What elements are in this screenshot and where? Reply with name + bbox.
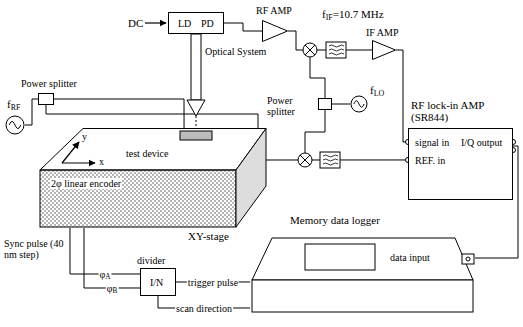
objective-lens [187, 100, 205, 116]
axis-label: y [82, 131, 87, 142]
wire-label: φA [99, 268, 112, 279]
signal-source: fLO [350, 95, 368, 113]
part-name: test device [126, 148, 168, 159]
node-text: data input [390, 252, 430, 263]
signal-wire [70, 228, 140, 274]
data-logger: Memory data loggerdata input [250, 232, 475, 317]
logger-screen [305, 244, 375, 270]
signal-wire [332, 104, 350, 105]
encoder-face [40, 170, 236, 227]
signal-wire [84, 228, 140, 288]
signal-name: Sync pulse (40 nm step) [4, 238, 66, 260]
logger-top [252, 238, 473, 280]
signal-wire [25, 99, 38, 125]
signal-source-outline [5, 115, 25, 135]
node-text: 2φ linear encoder [50, 178, 122, 189]
filter-symbol [326, 42, 346, 58]
node-text: REF. in [415, 155, 445, 166]
amplifier-outline [372, 40, 396, 60]
xy-stage: XY-stage2φ linear encoder [38, 128, 268, 228]
node-title: LD [178, 18, 191, 29]
lo-wire [310, 57, 325, 98]
axis-label: x [99, 156, 104, 167]
wire-label: trigger pulse [187, 276, 239, 287]
amplifier: RF AMP [262, 20, 288, 42]
node-title: Memory data logger [290, 214, 380, 226]
stage-top [40, 129, 266, 171]
power-splitter: Power splitter [38, 93, 54, 105]
text-part: f [7, 98, 11, 110]
node-text: I/Q output [461, 137, 502, 148]
drawing-part [303, 43, 317, 57]
node-title: Power splitter [267, 95, 315, 117]
power-splitter: Power splitter [318, 98, 332, 110]
test-device [180, 131, 212, 140]
drawing-part [300, 155, 310, 165]
subscript: RF [11, 103, 21, 112]
signal-wire [396, 50, 408, 142]
subscript: B [112, 287, 117, 295]
text-part: =10.7 MHz [333, 8, 384, 20]
input-connector [462, 254, 474, 264]
sine-symbol [354, 101, 364, 107]
axis-arrow [62, 142, 79, 163]
probe-beam [196, 116, 197, 127]
node-title: divider [137, 255, 165, 266]
frequency-label: fIF=10.7 MHz [322, 8, 384, 20]
node-title: RF AMP [256, 5, 292, 16]
optical-tube [191, 34, 201, 100]
mixer-symbol [298, 153, 312, 167]
node-title: IF AMP [366, 27, 399, 38]
wire-label: φB [106, 282, 119, 293]
node-text: signal in [415, 137, 449, 148]
mixer-symbol [303, 43, 317, 57]
drawing-part [298, 153, 312, 167]
amplifier-triangle [373, 41, 396, 60]
wire-label: scan direction [175, 302, 233, 313]
input-terminal [466, 257, 470, 261]
subscript: IF [326, 13, 333, 22]
signal-wire [224, 23, 262, 31]
dc-input-arrow [145, 22, 166, 23]
amplifier-triangle [263, 21, 288, 42]
divider-box: dividerI/N [140, 268, 176, 296]
drawing-part [326, 42, 346, 58]
text-part: φ [107, 282, 113, 293]
stage-side [236, 129, 266, 228]
node-title: XY-stage [188, 230, 229, 242]
node-text: PD [201, 18, 214, 29]
signal-source: fRF [5, 115, 25, 135]
laser-photodiode-box: LD PD [168, 12, 224, 34]
source-circle [351, 96, 367, 112]
node-text: I/N [150, 277, 163, 288]
axis-arrow [62, 162, 95, 163]
node-title: RF lock-in AMP (SR844) [411, 99, 521, 123]
data-logger-outline [250, 232, 475, 317]
signal-name: DC [128, 17, 143, 29]
subscript: A [105, 273, 110, 281]
source-circle [6, 116, 24, 134]
text-part: f [322, 8, 326, 20]
sine-symbol [9, 121, 21, 128]
subscript: LO [374, 89, 385, 98]
amplifier: IF AMP [372, 40, 396, 60]
drawing-part [320, 152, 340, 168]
filter-symbol [320, 152, 340, 168]
node-title: fRF [7, 98, 20, 110]
lock-in-amplifier: RF lock-in AMP (SR844)signal inREF. inI/… [408, 128, 513, 200]
lo-wire [305, 110, 325, 153]
text-part: f [370, 84, 374, 96]
drawing-part [329, 45, 344, 55]
amplifier-outline [262, 20, 288, 42]
drawing-part [323, 155, 338, 165]
drawing-part [305, 45, 315, 55]
node-title: Power splitter [21, 78, 77, 89]
part-name: Optical System [205, 46, 266, 57]
signal-source-outline [350, 95, 368, 113]
logger-front [252, 280, 473, 312]
node-title: fLO [370, 84, 384, 96]
text-part: φ [100, 268, 106, 279]
